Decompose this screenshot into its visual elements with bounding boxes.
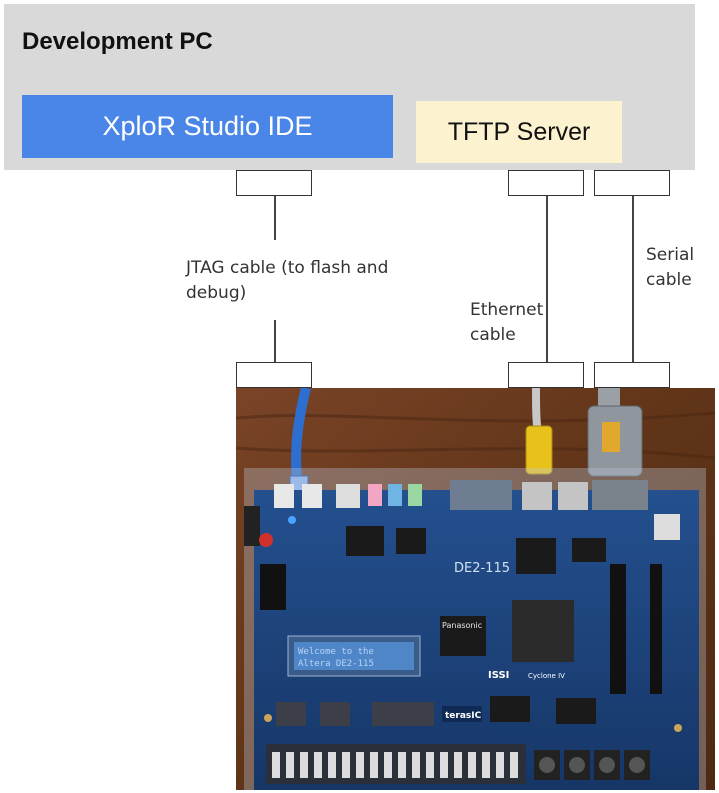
audio-blue <box>388 484 402 506</box>
fpga-chip <box>512 600 574 662</box>
chip-c <box>516 538 556 574</box>
vga-connector <box>450 480 512 510</box>
rj45-1 <box>522 482 552 510</box>
serial-cable-label-line2: cable <box>646 270 692 290</box>
jtag-cable-label-line1: JTAG cable (to flash and <box>186 258 389 278</box>
seven-seg-2 <box>320 702 350 726</box>
ethernet-cable-label: Ethernet cable <box>470 298 543 348</box>
ethernet-wire <box>546 196 548 362</box>
tftp-server-box: TFTP Server <box>416 101 622 163</box>
board-model-text: DE2-115 <box>454 561 510 576</box>
slide-switches <box>266 744 526 784</box>
power-switch <box>259 533 273 547</box>
connector-2 <box>302 484 322 508</box>
serial-cable-body <box>598 388 620 408</box>
chip-brand-text: Panasonic <box>442 621 482 630</box>
sdram-chip <box>440 616 486 656</box>
lcd-line-1: Welcome to the <box>298 647 374 657</box>
usb-host <box>654 514 680 540</box>
flash-chip <box>490 696 530 722</box>
push-buttons <box>534 750 650 780</box>
jtag-wire-lower <box>274 320 276 362</box>
fpga-text: Cyclone IV <box>528 672 565 680</box>
power-jack <box>244 506 260 546</box>
fpga-board-photo: DE2-115 Panasonic ISSI Cyclone IV terasI… <box>236 388 715 790</box>
development-pc-title: Development PC <box>22 28 213 55</box>
terasic-logo-bg <box>442 706 482 722</box>
issi-text: ISSI <box>488 670 509 681</box>
chip-b <box>396 528 426 554</box>
audio-green <box>408 484 422 506</box>
fpga-board-illustration: DE2-115 Panasonic ISSI Cyclone IV terasI… <box>236 388 715 790</box>
seven-seg-1 <box>276 702 306 726</box>
serial-label <box>602 422 620 452</box>
db9-connector <box>592 480 648 510</box>
serial-cable-label-line1: Serial <box>646 245 695 265</box>
expansion-header-2 <box>650 564 662 694</box>
board-serial-port <box>594 362 670 388</box>
sram-chip <box>556 698 596 724</box>
expansion-header-1 <box>610 564 626 694</box>
xplor-studio-ide-box: XploR Studio IDE <box>22 95 393 158</box>
chip-d <box>572 538 606 562</box>
seven-seg-3 <box>372 702 434 726</box>
ethernet-cable-label-line2: cable <box>470 325 516 345</box>
lcd-screen <box>294 642 414 670</box>
terasic-logo-text: terasIC <box>445 711 482 721</box>
ethernet-cable-label-line1: Ethernet <box>470 300 544 320</box>
connector-3 <box>336 484 360 508</box>
serial-cable-label: Serial cable <box>646 243 694 293</box>
pc-serial-port <box>594 170 670 196</box>
audio-pink <box>368 484 382 506</box>
standoff-2 <box>674 724 682 732</box>
chip-a <box>346 526 384 556</box>
ethernet-plug <box>525 425 553 475</box>
rj45-2 <box>558 482 588 510</box>
pc-jtag-port <box>236 170 312 196</box>
jtag-wire-upper <box>274 196 276 240</box>
serial-wire <box>632 196 634 362</box>
board-jtag-port <box>236 362 312 388</box>
lcd-line-2: Altera DE2-115 <box>298 659 374 669</box>
pc-ethernet-port <box>508 170 584 196</box>
connector-1 <box>274 484 294 508</box>
standoff-1 <box>264 714 272 722</box>
power-led <box>288 516 296 524</box>
board-ethernet-port <box>508 362 584 388</box>
jtag-cable-label: JTAG cable (to flash and debug) <box>186 256 388 306</box>
gpio-header-left <box>260 564 286 610</box>
jtag-cable-label-line2: debug) <box>186 283 247 303</box>
